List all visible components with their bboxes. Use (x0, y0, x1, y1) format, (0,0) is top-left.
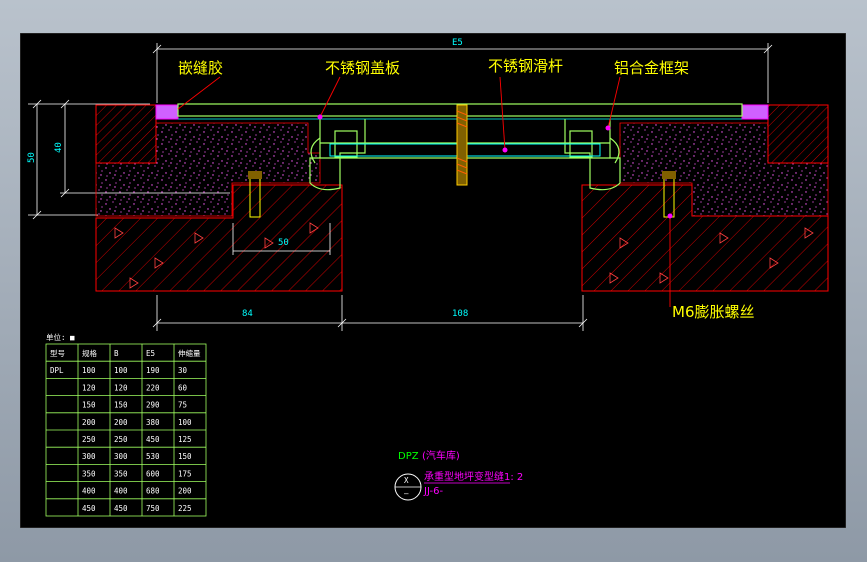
table-cell: 450 (114, 504, 128, 513)
table-cell: 450 (146, 435, 160, 444)
table-cell: 600 (146, 469, 160, 478)
title-subtitle: (汽车库) (422, 449, 460, 462)
symbol-letter: X (404, 476, 409, 485)
table-unit-label: 单位: ■ (46, 332, 75, 342)
left-slab-edge (95, 104, 829, 164)
table-cell: 220 (146, 383, 160, 392)
table-cell: 200 (82, 418, 96, 427)
table-cell: 225 (178, 504, 192, 513)
table-cell: 120 (114, 383, 128, 392)
table-cell: 250 (114, 435, 128, 444)
dim-gap-label: 108 (452, 309, 468, 319)
table-cell: 150 (114, 401, 128, 410)
table-header-cell: E5 (146, 349, 155, 358)
table-header-cell: 伸缩量 (178, 348, 201, 358)
base-structure (95, 184, 829, 292)
table-cell: 300 (114, 452, 128, 461)
table-cell: 290 (146, 401, 160, 410)
table-cell: 60 (178, 383, 188, 392)
slide-bar (329, 104, 601, 186)
table-cell: 200 (178, 487, 192, 496)
table-cell: 350 (82, 469, 96, 478)
table-cell: 380 (146, 418, 160, 427)
table-cell: 750 (146, 504, 160, 513)
dim-height-inner: 40 (54, 142, 64, 153)
table-cell: 30 (178, 366, 188, 375)
dimension-bolt (232, 223, 331, 255)
spec-table: 型号 规格 B E5 伸缩量 DPL 100 100 190 30 120 120 220 60 150 15… (45, 343, 207, 517)
table-cell: 150 (178, 452, 192, 461)
table-cell: 150 (82, 401, 96, 410)
label-sealant: 嵌缝胶 (178, 59, 223, 77)
dimension-top (152, 43, 773, 103)
table-header-cell: 型号 (50, 349, 65, 358)
table-cell: 250 (82, 435, 96, 444)
dim-top-label: E5 (452, 38, 463, 48)
dimension-bottom (152, 295, 588, 331)
table-header-cell: B (114, 349, 119, 358)
table-cell: 450 (82, 504, 96, 513)
screed-layer (95, 122, 829, 217)
section-drawing: E5 50 40 (20, 33, 846, 528)
table-cell: 190 (146, 366, 160, 375)
dimension-left (28, 99, 230, 220)
table-cell: 125 (178, 435, 192, 444)
dim-bolt-label: 50 (278, 238, 289, 248)
table-cell: 350 (114, 469, 128, 478)
label-cover-plate: 不锈钢盖板 (325, 59, 400, 77)
table-cell: 400 (114, 487, 128, 496)
dim-left-label: 84 (242, 309, 253, 319)
leader-dots (317, 114, 673, 219)
table-cell: DPL (50, 366, 64, 375)
label-alu-frame: 铝合金框架 (614, 59, 689, 77)
table-cell: 680 (146, 487, 160, 496)
title-code: DPZ (398, 451, 419, 462)
dim-height-outer: 50 (27, 152, 37, 163)
sealant-pads (155, 104, 769, 120)
symbol-sub: — (404, 489, 409, 498)
table-cell: 175 (178, 469, 192, 478)
title-sheet: JJ-6- (423, 486, 444, 497)
title-name: 承重型地坪变型缝1: 2 (424, 470, 523, 483)
table-cell: 100 (178, 418, 192, 427)
table-cell: 530 (146, 452, 160, 461)
table-cell: 100 (114, 366, 128, 375)
table-header-cell: 规格 (82, 348, 97, 358)
table-cell: 300 (82, 452, 96, 461)
label-bolt: M6膨胀螺丝 (672, 303, 755, 321)
table-cell: 120 (82, 383, 96, 392)
table-cell: 75 (178, 401, 187, 410)
table-cell: 400 (82, 487, 96, 496)
table-cell: 200 (114, 418, 128, 427)
drawing-canvas: E5 50 40 (20, 33, 846, 528)
label-slide-bar: 不锈钢滑杆 (488, 57, 563, 75)
leader-lines (177, 76, 671, 307)
table-cell: 100 (82, 366, 96, 375)
